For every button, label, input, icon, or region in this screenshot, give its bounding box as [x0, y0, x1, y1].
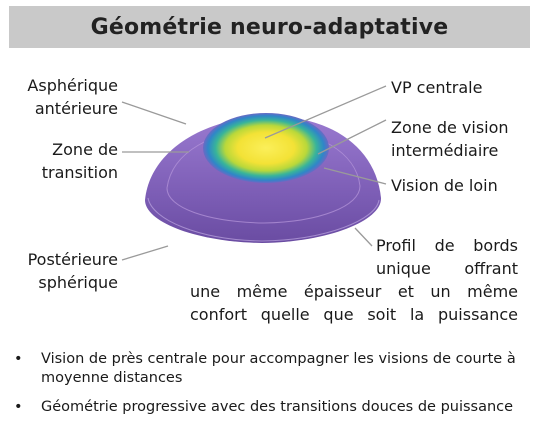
line-aspherique: [121, 101, 187, 125]
label-vp-centrale: VP centrale: [391, 78, 483, 97]
bullet-mark: •: [14, 351, 23, 367]
edge-highlight: [147, 197, 380, 242]
line-zone-vision: [317, 119, 387, 155]
label-profil: Profil de bords unique offrant une même …: [190, 234, 518, 326]
list-item: • Géométrie progressive avec des transit…: [14, 398, 519, 417]
label-zone-transition-line2: transition: [41, 163, 118, 182]
label-posterieure: Postérieure sphérique: [14, 248, 118, 294]
label-profil-line4: confort quelle que soit la puissance: [190, 305, 518, 324]
label-aspherique-line1: Asphérique: [27, 76, 118, 95]
line-profil: [354, 227, 373, 247]
list-item: • Vision de près centrale pour accompagn…: [14, 350, 519, 388]
label-posterieure-line1: Postérieure: [27, 250, 118, 269]
lens-diagram: Asphérique antérieure VP centrale Zone d…: [0, 60, 538, 330]
label-posterieure-line2: sphérique: [38, 273, 118, 292]
intermediate-zone: [203, 113, 329, 183]
label-zone-vision: Zone de vision intermédiaire: [391, 116, 509, 162]
list-item-text: Vision de près centrale pour accompagner…: [41, 351, 516, 386]
label-profil-line2: unique offrant: [376, 259, 518, 278]
label-zone-vision-line1: Zone de vision: [391, 118, 509, 137]
label-aspherique-line2: antérieure: [34, 99, 118, 118]
label-profil-line1: Profil de bords: [376, 236, 518, 255]
line-vision-loin: [323, 167, 387, 185]
label-zone-transition: Zone de transition: [14, 138, 118, 184]
feature-list: • Vision de près centrale pour accompagn…: [14, 350, 519, 427]
label-profil-line3: une même épaisseur et un même: [190, 282, 518, 301]
lens-illustration: [121, 85, 387, 261]
line-vp-centrale: [264, 85, 387, 139]
label-aspherique: Asphérique antérieure: [14, 74, 118, 120]
title-bar: Géométrie neuro-adaptative: [9, 6, 530, 48]
bullet-mark: •: [14, 399, 23, 415]
line-posterieure: [121, 245, 169, 261]
label-vision-loin: Vision de loin: [391, 176, 498, 195]
page-title: Géométrie neuro-adaptative: [90, 14, 449, 40]
label-zone-transition-line1: Zone de: [52, 140, 118, 159]
list-item-text: Géométrie progressive avec des transitio…: [41, 399, 514, 415]
label-zone-vision-line2: intermédiaire: [391, 141, 499, 160]
